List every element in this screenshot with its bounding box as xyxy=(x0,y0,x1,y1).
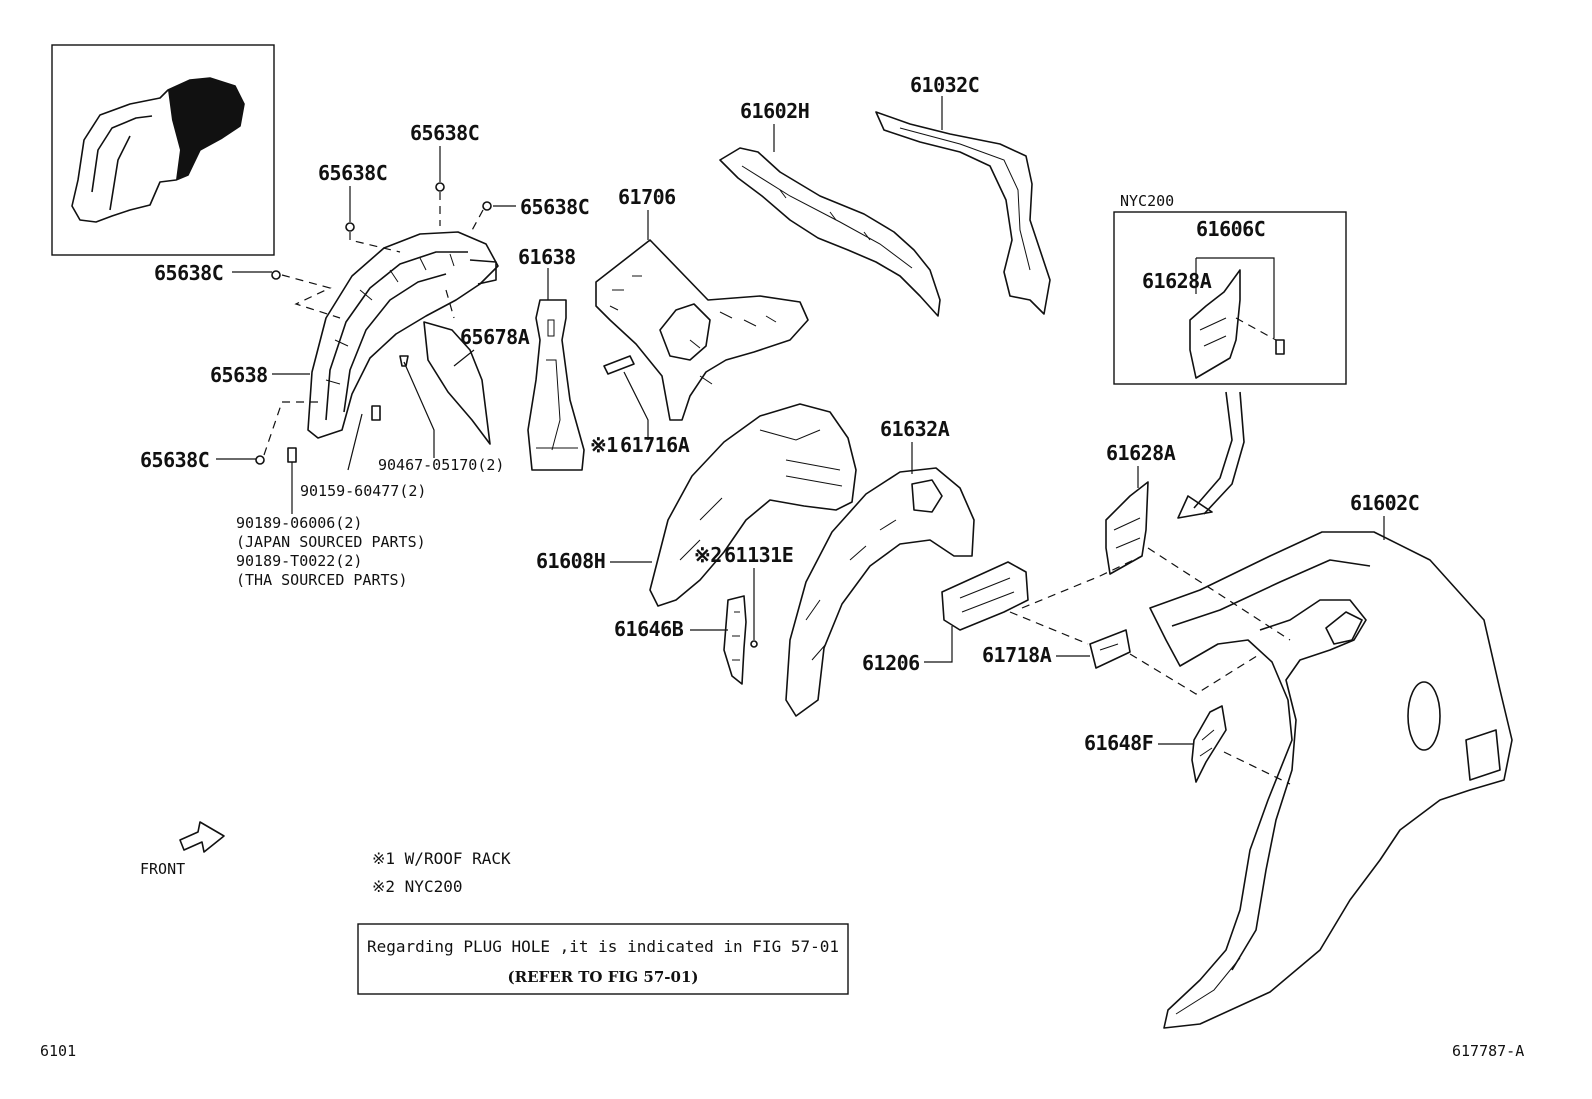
roof-rail-61032C xyxy=(875,111,1051,315)
info-box-frame xyxy=(357,923,849,995)
fastener-90189-a: 90189-06006(2) xyxy=(236,514,362,532)
clip-61131E xyxy=(750,568,758,648)
label-65638C-right: 65638C xyxy=(520,195,589,219)
label-65638C-bottom: 65638C xyxy=(140,448,209,472)
wheelhouse-61632A xyxy=(785,467,975,717)
label-61718A: 61718A xyxy=(982,643,1052,667)
fastener-90467: 90467-05170(2) xyxy=(378,456,504,474)
label-65638: 65638 xyxy=(210,363,268,387)
inner-quarter-61608H xyxy=(649,403,857,607)
label-61602H: 61602H xyxy=(740,99,809,123)
mark-1: ※1 xyxy=(590,433,618,457)
label-65638C-left: 65638C xyxy=(154,261,223,285)
label-61206: 61206 xyxy=(862,651,920,675)
fastener-tha-note: (THA SOURCED PARTS) xyxy=(236,571,408,589)
rail-61602H xyxy=(719,147,941,317)
fender-liner-65638 xyxy=(307,231,499,439)
inner-panel-61706 xyxy=(595,239,809,421)
footnote-1: ※1 W/ROOF RACK xyxy=(372,849,511,868)
label-61032C: 61032C xyxy=(910,73,979,97)
label-65638C-top: 65638C xyxy=(410,121,479,145)
info-box-line2: (REFER TO FIG 57-01) xyxy=(508,968,699,986)
label-65638C-upper-left: 65638C xyxy=(318,161,387,185)
label-61131E: 61131E xyxy=(724,543,793,567)
label-61716A: 61716A xyxy=(620,433,690,457)
label-61606C: 61606C xyxy=(1196,217,1265,241)
mud-guard-65678A xyxy=(423,321,491,445)
label-61646B: 61646B xyxy=(614,617,684,641)
front-label: FRONT xyxy=(140,860,185,878)
locator-inset xyxy=(51,44,275,256)
quarter-panel-61602C xyxy=(1149,531,1513,1029)
figure-code: 617787-A xyxy=(1452,1042,1524,1060)
mark-2: ※2 xyxy=(694,543,722,567)
callout-labels: 65638C 65638C 65638C 65638C 65638C 65638… xyxy=(140,73,1420,755)
label-65678A: 65678A xyxy=(460,325,530,349)
footnote-2: ※2 NYC200 xyxy=(372,877,462,896)
page-code: 6101 xyxy=(40,1042,76,1060)
fastener-japan-note: (JAPAN SOURCED PARTS) xyxy=(236,533,426,551)
label-61648F: 61648F xyxy=(1084,731,1153,755)
label-61628A-inset: 61628A xyxy=(1142,269,1212,293)
bracket-61646B xyxy=(723,595,747,685)
info-box-line1: Regarding PLUG HOLE ,it is indicated in … xyxy=(367,937,839,956)
clips xyxy=(255,182,492,465)
label-61632A: 61632A xyxy=(880,417,950,441)
patch-61718A xyxy=(1089,629,1131,669)
label-61602C: 61602C xyxy=(1350,491,1419,515)
bracket-61648F xyxy=(1191,705,1227,783)
fastener-labels: 90467-05170(2) 90159-60477(2) 90189-0600… xyxy=(236,456,504,589)
label-61628A: 61628A xyxy=(1106,441,1176,465)
guide-lines-left xyxy=(263,192,484,456)
guide-lines-right xyxy=(1009,547,1291,785)
leader-lines xyxy=(216,96,1385,745)
nyc200-label: NYC200 xyxy=(1120,192,1174,210)
label-61706: 61706 xyxy=(618,185,676,209)
nyc200-inset xyxy=(1113,211,1347,385)
front-arrow xyxy=(179,821,225,853)
label-61638: 61638 xyxy=(518,245,576,269)
gusset-61206 xyxy=(941,561,1029,631)
label-61608H: 61608H xyxy=(536,549,605,573)
fastener-90159: 90159-60477(2) xyxy=(300,482,426,500)
pointer-arrow xyxy=(1177,391,1245,519)
fastener-90189-b: 90189-T0022(2) xyxy=(236,552,362,570)
bracket-61628A xyxy=(1105,481,1149,575)
pillar-61638 xyxy=(527,299,585,471)
